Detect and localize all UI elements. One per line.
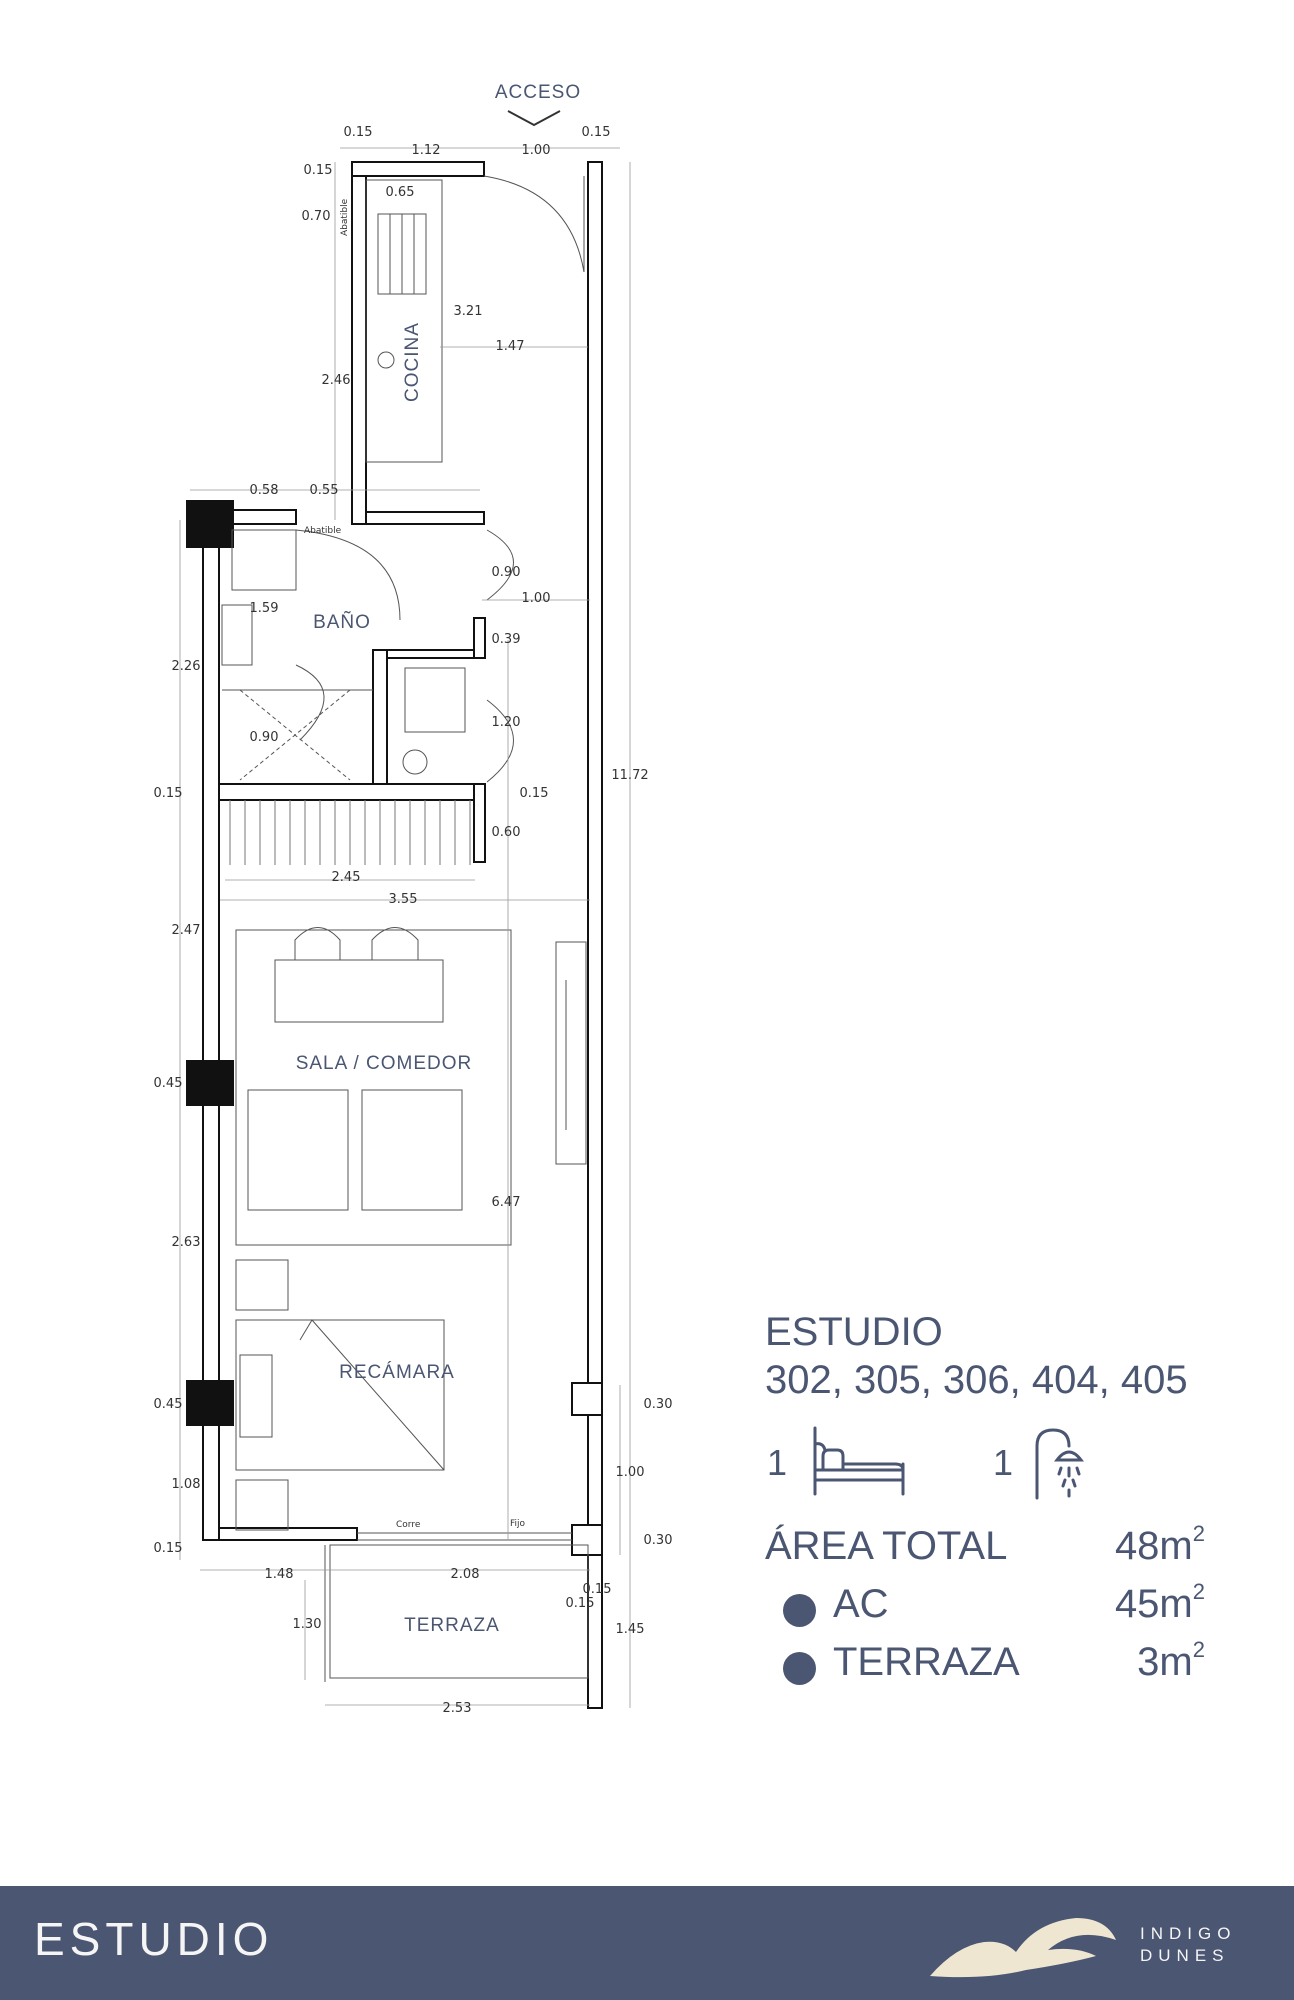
unit-info-panel: ESTUDIO 302, 305, 306, 404, 405 1 1: [765, 1308, 1205, 1698]
dim-label: 2.63: [172, 1235, 201, 1250]
room-label-terraza: TERRAZA: [404, 1615, 500, 1636]
area-total-row: ÁREA TOTAL 48m2: [765, 1520, 1205, 1582]
access-arrow-icon: [507, 110, 561, 127]
area-ac-row: AC 45m2: [765, 1578, 1205, 1640]
dim-label: 0.15: [154, 786, 183, 801]
dim-label: 1.45: [616, 1622, 645, 1637]
dim-label: 2.53: [443, 1701, 472, 1716]
unit-type-title: ESTUDIO: [765, 1310, 943, 1354]
note-fijo: Fijo: [510, 1519, 526, 1529]
dim-label: 0.15: [583, 1582, 612, 1597]
dim-label: 1.20: [492, 715, 521, 730]
bed-icon: [813, 1426, 905, 1496]
dim-label: 0.55: [310, 483, 339, 498]
area-terraza-label: TERRAZA: [833, 1640, 1020, 1684]
dim-label: 1.08: [172, 1477, 201, 1492]
dim-label: 0.65: [386, 185, 415, 200]
dim-label: 0.15: [582, 125, 611, 140]
dim-label: 0.90: [492, 565, 521, 580]
dim-label: 0.45: [154, 1397, 183, 1412]
note-abatible: Abatible: [304, 526, 342, 536]
dim-label: 1.30: [293, 1617, 322, 1632]
dim-label: 0.15: [520, 786, 549, 801]
dim-label: 0.30: [644, 1397, 673, 1412]
dim-label: 3.21: [454, 304, 483, 319]
bathroom-count: 1: [993, 1442, 1014, 1483]
dimension-lines: [179, 147, 631, 1708]
fixtures: [221, 175, 589, 1682]
dim-label: 1.00: [522, 591, 551, 606]
dim-label: 1.59: [250, 601, 279, 616]
dim-label: 0.15: [566, 1596, 595, 1611]
dim-label: 0.60: [492, 825, 521, 840]
unit-numbers: 302, 305, 306, 404, 405: [765, 1358, 1188, 1402]
amenity-icons: 1 1: [765, 1424, 1205, 1504]
room-label-cocina: COCINA: [402, 322, 423, 402]
brand-name-line1: INDIGO: [1140, 1924, 1237, 1943]
dim-label: 6.47: [492, 1195, 521, 1210]
bullet-icon: [783, 1594, 816, 1627]
dim-label: 11.72: [611, 768, 648, 783]
floor-plan: ACCESO COCINA BAÑO SALA / COMEDOR RECÁMA…: [154, 82, 673, 1716]
footer-bar: ESTUDIO INDIGO DUNES: [0, 1886, 1294, 2000]
dim-label: 0.58: [250, 483, 279, 498]
footer-title: ESTUDIO: [34, 1913, 274, 1965]
dim-label: 0.15: [344, 125, 373, 140]
room-label-recamara: RECÁMARA: [339, 1362, 455, 1383]
bedroom-count: 1: [767, 1442, 788, 1483]
dimensions: 0.15 1.12 1.00 0.15 0.15 0.65 0.70 3.21 …: [154, 125, 673, 1716]
room-label-bano: BAÑO: [313, 611, 371, 633]
dim-label: 0.39: [492, 632, 521, 647]
area-ac-label: AC: [833, 1582, 889, 1626]
dim-label: 1.00: [522, 143, 551, 158]
note-abatible: Abatible: [340, 198, 350, 236]
indigo-dunes-logo-icon: [930, 1918, 1116, 1978]
brand-name-line2: DUNES: [1140, 1946, 1230, 1965]
dim-label: 1.12: [412, 143, 441, 158]
room-label-sala: SALA / COMEDOR: [296, 1053, 473, 1074]
dim-label: 0.90: [250, 730, 279, 745]
dim-label: 2.47: [172, 923, 201, 938]
area-total-value: 48m2: [1114, 1520, 1205, 1568]
dim-label: 2.46: [322, 373, 351, 388]
dim-label: 1.47: [496, 339, 525, 354]
access-label: ACCESO: [495, 82, 581, 103]
dim-label: 0.45: [154, 1076, 183, 1091]
area-terraza-row: TERRAZA 3m2: [765, 1636, 1205, 1698]
dim-label: 0.30: [644, 1533, 673, 1548]
area-total-label: ÁREA TOTAL: [765, 1524, 1008, 1568]
dim-label: 2.08: [451, 1567, 480, 1582]
dim-label: 0.15: [304, 163, 333, 178]
dim-label: 1.48: [265, 1567, 294, 1582]
shower-icon: [1035, 1428, 1085, 1500]
dim-label: 2.26: [172, 659, 201, 674]
dim-label: 0.70: [302, 209, 331, 224]
area-ac-value: 45m2: [1114, 1578, 1205, 1626]
columns: [186, 500, 234, 1426]
dim-label: 2.45: [332, 870, 361, 885]
note-corre: Corre: [396, 1520, 421, 1530]
dim-label: 3.55: [389, 892, 418, 907]
dim-label: 0.15: [154, 1541, 183, 1556]
dim-label: 1.00: [616, 1465, 645, 1480]
area-terraza-value: 3m2: [1137, 1636, 1205, 1684]
bullet-icon: [783, 1652, 816, 1685]
